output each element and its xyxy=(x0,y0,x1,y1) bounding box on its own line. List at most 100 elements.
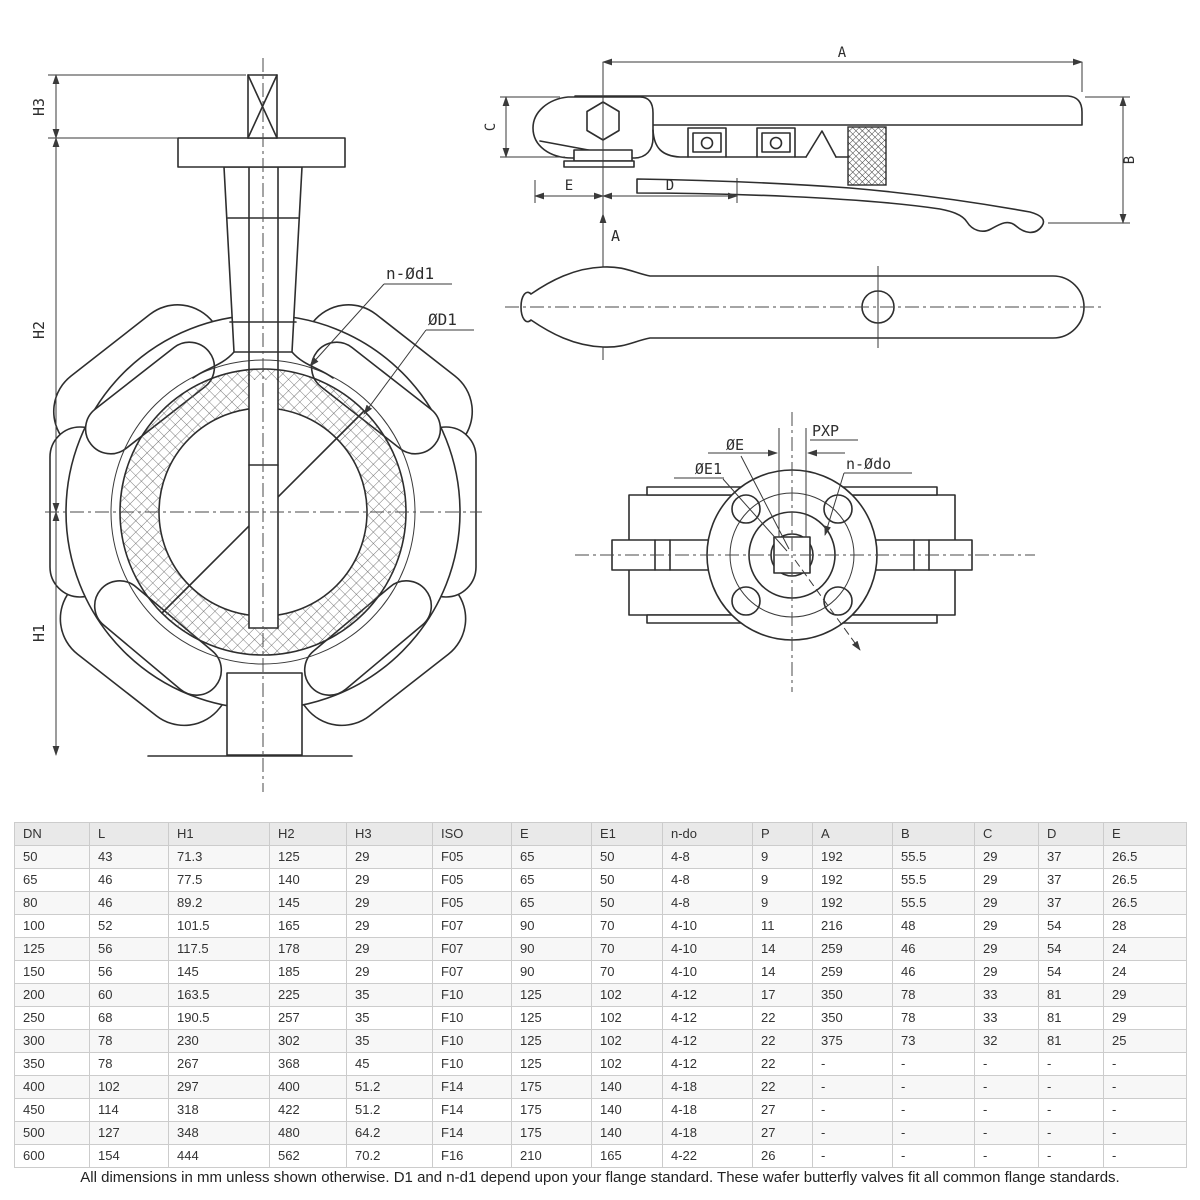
table-cell: 81 xyxy=(1038,1029,1104,1053)
table-cell: 127 xyxy=(89,1121,169,1145)
table-cell: F07 xyxy=(432,937,512,961)
table-cell: - xyxy=(1103,1121,1187,1145)
table-cell: 125 xyxy=(14,937,90,961)
table-cell: 350 xyxy=(812,1006,893,1030)
table-cell: 192 xyxy=(812,891,893,915)
column-header: P xyxy=(752,822,813,846)
label-oe1: ØE1 xyxy=(695,460,722,478)
table-cell: 350 xyxy=(812,983,893,1007)
table-cell: 9 xyxy=(752,845,813,869)
table-cell: - xyxy=(1038,1052,1104,1076)
table-cell: 35 xyxy=(346,1029,433,1053)
bolt-hole xyxy=(823,494,853,524)
table-cell: 4-18 xyxy=(662,1121,753,1145)
handle-lever xyxy=(636,178,1045,234)
table-cell: F10 xyxy=(432,1006,512,1030)
table-cell: 78 xyxy=(89,1029,169,1053)
table-cell: 140 xyxy=(591,1121,663,1145)
table-cell: 24 xyxy=(1103,937,1187,961)
column-header: D xyxy=(1038,822,1104,846)
table-cell: 26 xyxy=(752,1144,813,1168)
table-cell: 9 xyxy=(752,891,813,915)
table-cell: 77.5 xyxy=(168,868,270,892)
table-cell: 90 xyxy=(511,960,592,984)
table-cell: 102 xyxy=(591,1052,663,1076)
table-cell: 102 xyxy=(591,983,663,1007)
table-cell: 102 xyxy=(591,1029,663,1053)
table-cell: 55.5 xyxy=(892,845,975,869)
table-cell: - xyxy=(892,1075,975,1099)
table-cell: F10 xyxy=(432,1029,512,1053)
table-cell: F05 xyxy=(432,868,512,892)
table-cell: 225 xyxy=(269,983,347,1007)
table-cell: - xyxy=(892,1098,975,1122)
table-cell: 51.2 xyxy=(346,1075,433,1099)
table-cell: 4-12 xyxy=(662,1006,753,1030)
table-cell: 45 xyxy=(346,1052,433,1076)
table-cell: 400 xyxy=(14,1075,90,1099)
handle-plan-outline xyxy=(520,266,1085,348)
table-cell: - xyxy=(1103,1098,1187,1122)
label-d1: ØD1 xyxy=(428,310,457,329)
table-cell: 150 xyxy=(14,960,90,984)
table-cell: 71.3 xyxy=(168,845,270,869)
table-cell: 78 xyxy=(892,1006,975,1030)
column-header: H2 xyxy=(269,822,347,846)
table-cell: 33 xyxy=(974,1006,1039,1030)
table-cell: 50 xyxy=(591,845,663,869)
table-cell: 37 xyxy=(1038,868,1104,892)
table-cell: 117.5 xyxy=(168,937,270,961)
table-cell: F07 xyxy=(432,914,512,938)
table-cell: 300 xyxy=(14,1029,90,1053)
column-header: H3 xyxy=(346,822,433,846)
table-cell: F05 xyxy=(432,891,512,915)
table-cell: - xyxy=(1103,1052,1187,1076)
table-cell: 500 xyxy=(14,1121,90,1145)
locking-lug xyxy=(756,127,796,158)
table-cell: 78 xyxy=(892,983,975,1007)
table-cell: 422 xyxy=(269,1098,347,1122)
table-cell: 29 xyxy=(346,845,433,869)
table-cell: 17 xyxy=(752,983,813,1007)
table-cell: 56 xyxy=(89,937,169,961)
table-cell: 46 xyxy=(89,891,169,915)
table-cell: 4-12 xyxy=(662,1052,753,1076)
table-cell: 4-12 xyxy=(662,983,753,1007)
table-cell: 22 xyxy=(752,1052,813,1076)
table-cell: 54 xyxy=(1038,937,1104,961)
table-cell: 65 xyxy=(511,891,592,915)
table-cell: 14 xyxy=(752,937,813,961)
table-cell: 192 xyxy=(812,845,893,869)
table-cell: 297 xyxy=(168,1075,270,1099)
table-cell: 29 xyxy=(974,845,1039,869)
table-cell: 257 xyxy=(269,1006,347,1030)
table-cell: 165 xyxy=(269,914,347,938)
table-cell: 29 xyxy=(346,937,433,961)
table-cell: 29 xyxy=(346,960,433,984)
table-cell: 125 xyxy=(511,1006,592,1030)
table-cell: 22 xyxy=(752,1006,813,1030)
table-cell: 35 xyxy=(346,1006,433,1030)
table-cell: 140 xyxy=(591,1075,663,1099)
table-cell: 54 xyxy=(1038,960,1104,984)
column-header: A xyxy=(812,822,893,846)
technical-drawing: H3 H2 H1 n-Ød1 ØD1 xyxy=(30,45,1138,792)
table-cell: 140 xyxy=(269,868,347,892)
table-cell: 4-8 xyxy=(662,845,753,869)
handle-bar xyxy=(574,95,1083,126)
table-cell: - xyxy=(812,1052,893,1076)
table-cell: 51.2 xyxy=(346,1098,433,1122)
bottom-boss xyxy=(226,672,303,756)
table-cell: F10 xyxy=(432,983,512,1007)
table-cell: 32 xyxy=(974,1029,1039,1053)
table-cell: 55.5 xyxy=(892,868,975,892)
table-cell: 4-18 xyxy=(662,1075,753,1099)
table-cell: 190.5 xyxy=(168,1006,270,1030)
table-cell: - xyxy=(974,1144,1039,1168)
